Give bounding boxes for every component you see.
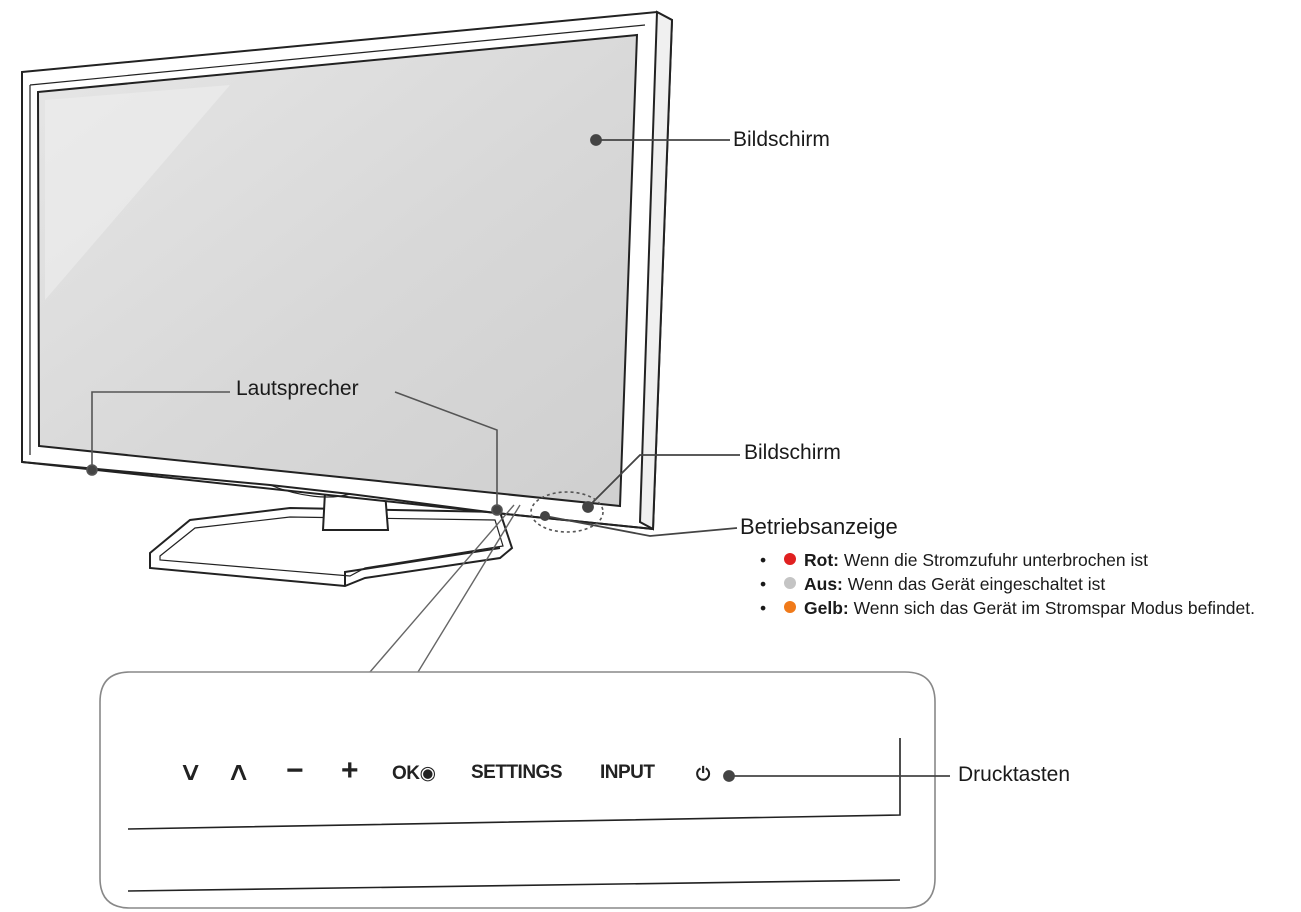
tv-monitor — [21, 10, 674, 531]
state-text: Wenn sich das Gerät im Stromspar Modus b… — [853, 598, 1255, 618]
indicator-state-off: • Aus: Wenn das Gerät eingeschaltet ist — [760, 572, 1300, 596]
label-screen: Bildschirm — [733, 128, 830, 151]
red-dot-icon — [784, 553, 796, 565]
indicator-state-yellow: • Gelb: Wenn sich das Gerät im Stromspar… — [760, 596, 1300, 620]
state-name: Aus: — [804, 574, 843, 594]
minus-icon: − — [286, 754, 304, 787]
key-input: INPUT — [600, 762, 655, 783]
key-settings: SETTINGS — [471, 762, 563, 783]
indicator-state-red: • Rot: Wenn die Stromzufuhr unterbrochen… — [760, 548, 1300, 572]
bullet: • — [760, 574, 767, 594]
state-text: Wenn das Gerät eingeschaltet ist — [847, 574, 1106, 594]
bullet: • — [760, 550, 767, 570]
callout-screen-top — [590, 134, 730, 146]
callout-buttons — [723, 770, 950, 782]
state-name: Gelb: — [804, 598, 849, 618]
zoom-lines — [369, 504, 521, 673]
bullet: • — [760, 598, 767, 618]
tv-stand — [149, 491, 514, 588]
callout-speaker — [86, 391, 503, 516]
label-power-indicator: Betriebsanzeige — [740, 514, 898, 539]
grey-dot-icon — [784, 577, 796, 589]
label-screen-second: Bildschirm — [744, 441, 841, 464]
chevron-up-icon: ∧ — [226, 756, 251, 786]
key-ok: OK◉ — [392, 763, 436, 784]
indicator-state-list: • Rot: Wenn die Stromzufuhr unterbrochen… — [760, 548, 1300, 620]
button-panel-zoom — [99, 671, 936, 909]
plus-icon: + — [341, 754, 359, 787]
orange-dot-icon — [784, 601, 796, 613]
callout-power-indicator — [530, 491, 738, 537]
chevron-down-icon: ∨ — [178, 756, 203, 786]
state-text: Wenn die Stromzufuhr unterbrochen ist — [843, 550, 1148, 570]
label-speaker: Lautsprecher — [236, 377, 359, 400]
screen-reflection — [45, 85, 230, 300]
state-name: Rot: — [804, 550, 839, 570]
power-icon: ⏻ — [696, 764, 710, 784]
callout-screen-second — [582, 454, 740, 513]
label-buttons: Drucktasten — [958, 763, 1071, 786]
